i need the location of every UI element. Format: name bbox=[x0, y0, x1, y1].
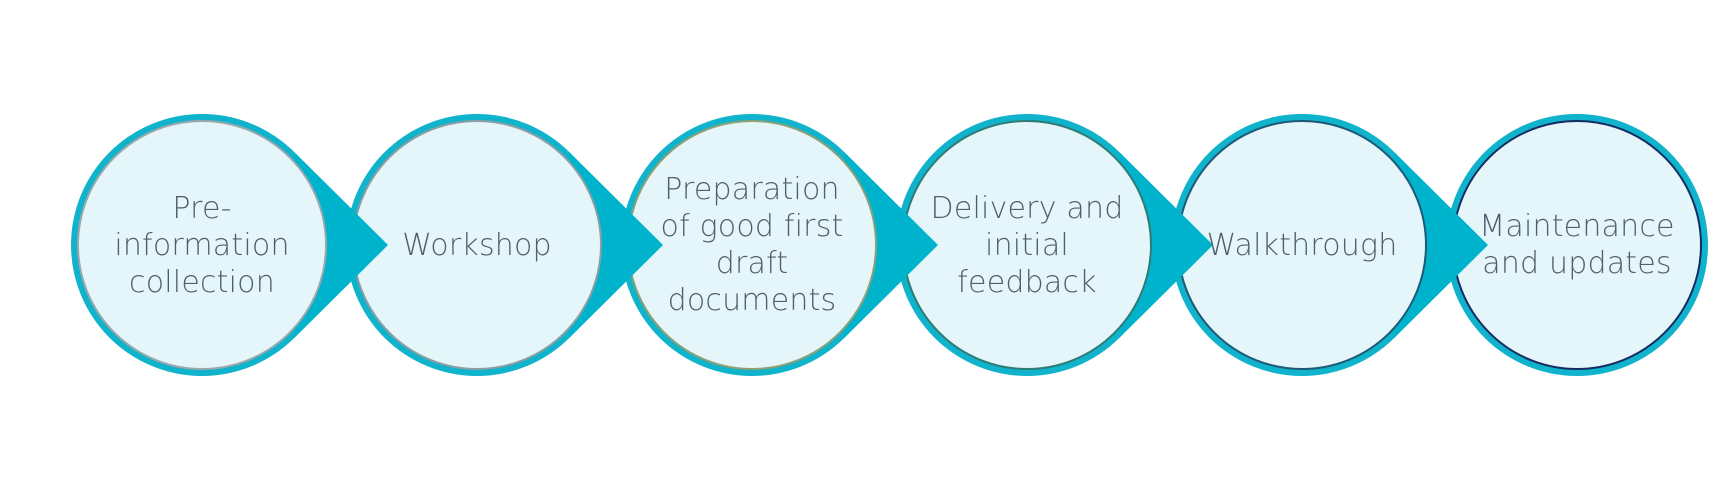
step-label-5: Walkthrough bbox=[1204, 125, 1400, 365]
step-text: Preparation of good first draft document… bbox=[660, 172, 844, 318]
step-label-6: Maintenance and updates bbox=[1479, 125, 1675, 365]
step-circle bbox=[77, 120, 327, 370]
step-label-4: Delivery and initial feedback bbox=[929, 125, 1125, 365]
step-label-2: Workshop bbox=[379, 125, 575, 365]
step-label-1: Pre- information collection bbox=[104, 125, 300, 365]
step-text: Walkthrough bbox=[1206, 227, 1398, 263]
step-text: Delivery and initial feedback bbox=[930, 190, 1124, 300]
step-label-3: Preparation of good first draft document… bbox=[654, 125, 850, 365]
step-text: Maintenance and updates bbox=[1479, 209, 1675, 281]
step-text: Workshop bbox=[402, 227, 552, 263]
step-text: Pre- information collection bbox=[114, 190, 290, 300]
